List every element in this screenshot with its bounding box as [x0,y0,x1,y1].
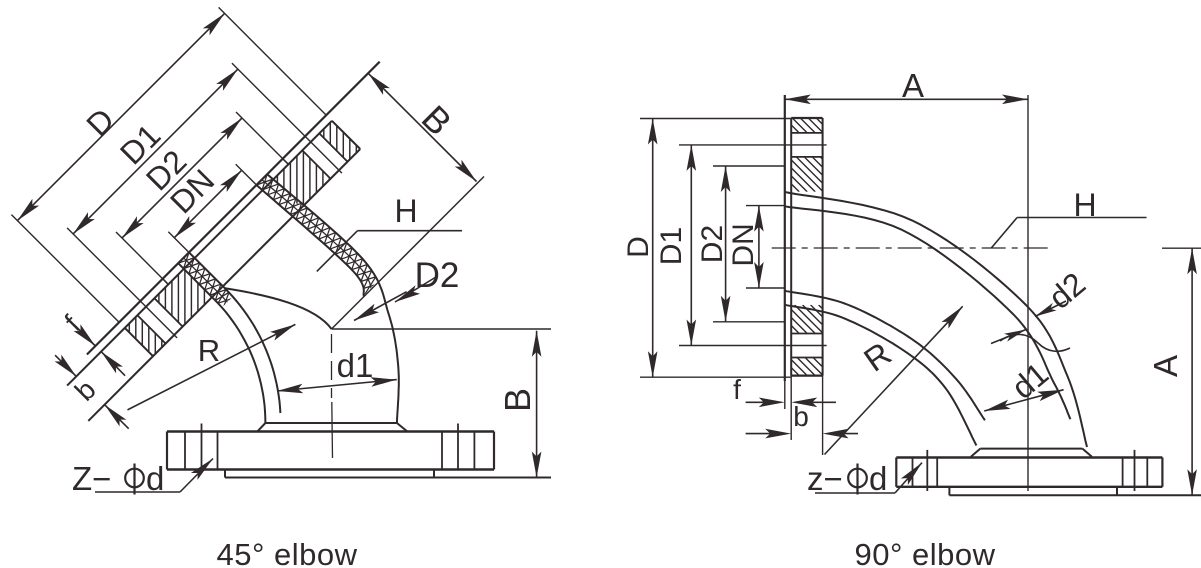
svg-text:D2: D2 [696,225,729,263]
svg-text:B: B [497,388,538,412]
svg-text:A: A [902,67,924,104]
svg-text:D1: D1 [655,227,688,265]
svg-text:90° elbow: 90° elbow [855,537,996,568]
svg-text:45° elbow: 45° elbow [217,537,358,568]
svg-text:A: A [1147,355,1184,377]
svg-text:Z−: Z− [72,460,111,497]
svg-text:DN: DN [727,223,760,266]
svg-text:d1: d1 [337,347,374,384]
svg-text:b: b [793,401,809,432]
svg-text:D: D [622,236,655,258]
svg-text:D2: D2 [415,256,460,295]
svg-text:f: f [733,374,741,405]
svg-text:H: H [1073,187,1096,223]
svg-text:z−: z− [807,460,843,497]
svg-text:H: H [394,193,417,229]
svg-text:d: d [869,460,887,497]
svg-text:d: d [146,460,164,497]
svg-text:R: R [198,333,220,368]
